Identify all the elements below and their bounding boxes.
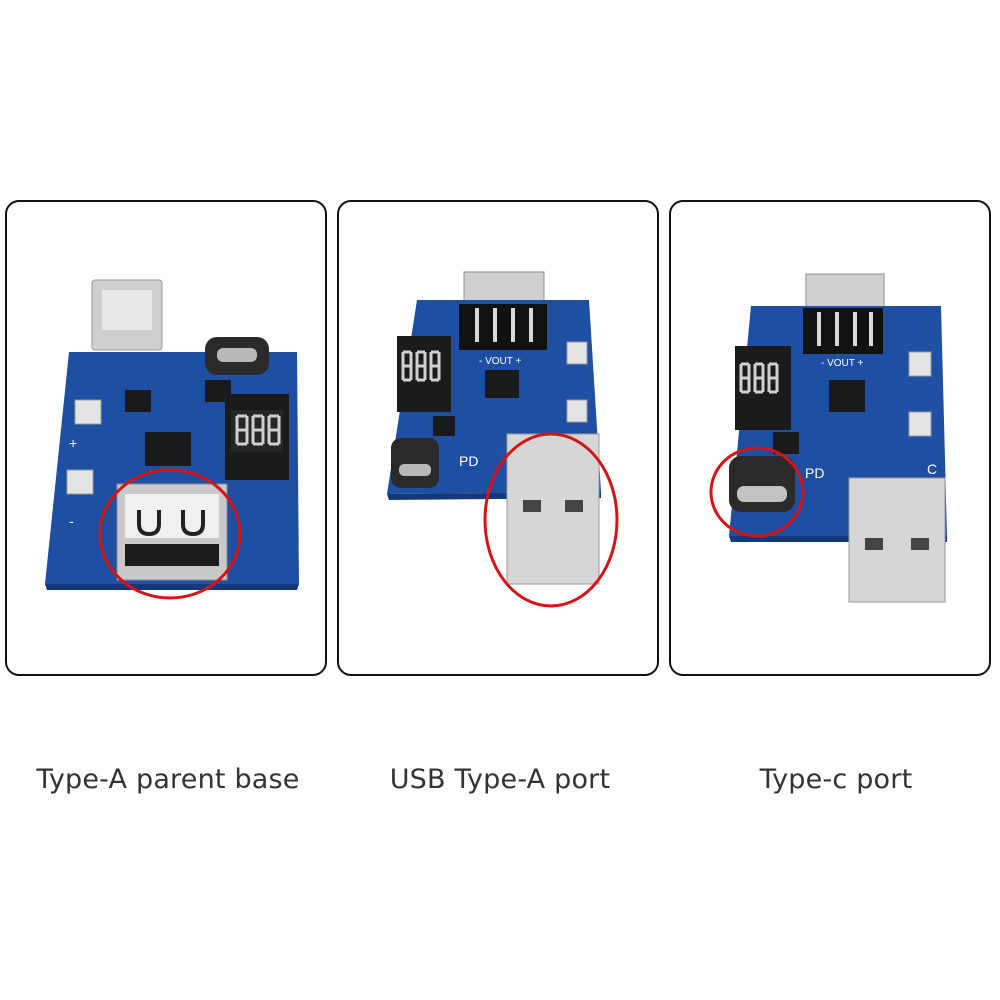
push-button-2 xyxy=(66,469,94,495)
type-c-receptacle xyxy=(391,438,439,488)
caption-usb-type-a-port: USB Type-A port xyxy=(389,764,611,795)
board-label-vout: - VOUT + xyxy=(821,358,863,369)
display-digit-segments xyxy=(401,350,441,382)
plug-window-left xyxy=(865,538,883,550)
highlight-ring xyxy=(483,432,619,608)
highlight-ring xyxy=(709,446,805,538)
pcb-edge xyxy=(45,584,299,590)
board-label-pd: PD xyxy=(459,453,478,469)
type-c-opening xyxy=(399,464,431,476)
plug-window-left xyxy=(523,500,541,512)
board-label-plus: + xyxy=(69,435,77,451)
push-button-1 xyxy=(74,399,102,425)
pcb-photo-2: - VOUT + PD xyxy=(387,271,619,608)
plug-window-right xyxy=(911,538,929,550)
caption-type-a-parent-base: Type-A parent base xyxy=(36,764,300,795)
board-label-vout: - VOUT + xyxy=(479,356,521,367)
push-button-2 xyxy=(566,399,588,423)
photo-panel-type-c-port: - VOUT + PD C xyxy=(669,200,991,676)
ic-chip-small xyxy=(205,380,231,402)
female-usb-a-tongue xyxy=(125,544,219,566)
display-digit-segments xyxy=(739,362,779,394)
pin-header xyxy=(459,304,547,350)
board-label-c: C xyxy=(927,461,937,477)
ic-chip-small-2 xyxy=(125,390,151,412)
plug-window-right xyxy=(565,500,583,512)
male-usb-a-plug xyxy=(848,477,946,603)
usb-spring-contact-right xyxy=(181,510,205,537)
photo-panel-type-a-parent-base: + - xyxy=(5,200,327,676)
pcb-photo-1: + - xyxy=(45,279,299,600)
type-c-opening xyxy=(217,348,257,362)
highlight-ring xyxy=(98,468,242,600)
board-label-pd: PD xyxy=(805,465,824,481)
ic-chip xyxy=(829,380,865,412)
ic-chip-small xyxy=(433,416,455,436)
male-usb-a-plug xyxy=(506,433,600,585)
caption-type-c-port: Type-c port xyxy=(759,764,913,795)
pin-header-pins xyxy=(817,312,873,346)
type-c-opening xyxy=(737,486,787,502)
display-digit-segments xyxy=(235,414,281,446)
pcb-photo-3: - VOUT + PD C xyxy=(709,273,947,603)
push-button-1 xyxy=(566,341,588,365)
ic-chip-small xyxy=(773,432,799,454)
male-usb-plug-inner xyxy=(102,290,152,330)
type-c-receptacle xyxy=(729,456,795,512)
push-button-1 xyxy=(908,351,932,377)
pin-header-pins xyxy=(475,308,533,342)
ic-chip-main xyxy=(145,432,191,466)
ic-chip xyxy=(485,370,519,398)
board-label-minus: - xyxy=(69,513,74,529)
push-button-2 xyxy=(908,411,932,437)
photo-panel-usb-type-a-port: - VOUT + PD xyxy=(337,200,659,676)
usb-spring-contact-left xyxy=(137,510,161,537)
